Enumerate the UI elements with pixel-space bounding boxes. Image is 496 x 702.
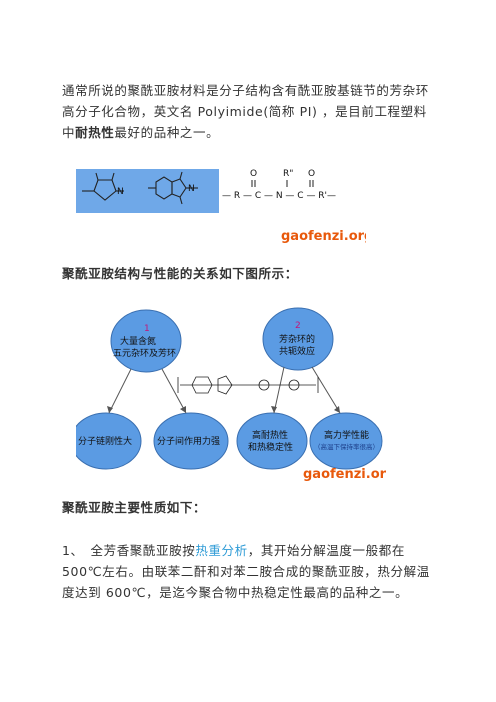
figure1-watermark: gaofenzi.org (281, 229, 366, 244)
intro-text-2: 最好的品种之一。 (114, 125, 220, 140)
effect4-label1: 高力学性能 (324, 429, 369, 441)
effect-circle-2 (153, 412, 229, 470)
item1-paragraph: 1、 全芳香聚酰亚胺按热重分析，其开始分解温度一般都在500℃左右。由联苯二酐和… (62, 540, 434, 603)
cause-circle-1 (110, 309, 182, 373)
effect3-label2: 和热稳定性 (248, 441, 293, 453)
formula-top-o-left: O (250, 169, 257, 179)
effect2-label: 分子间作用力强 (157, 435, 220, 447)
formula-top-r: R" (283, 169, 293, 179)
polyimide-chain (177, 375, 319, 395)
circle1-line1: 大量含氮 (120, 335, 156, 347)
cause-circle-2 (262, 307, 334, 371)
section2-title: 聚酰亚胺主要性质如下： (62, 500, 207, 515)
formula-top-o-right: O (308, 169, 315, 179)
intro-bold-text: 耐热性 (75, 125, 115, 140)
structure-panel (76, 169, 219, 213)
effect1-label: 分子链刚性大 (78, 435, 132, 447)
section1-title: 聚酰亚胺结构与性能的关系如下图所示： (62, 266, 298, 281)
intro-paragraph: 通常所说的聚酰亚胺材料是分子结构含有酰亚胺基链节的芳杂环高分子化合物，英文名 P… (62, 80, 434, 143)
formula-main: — R — C — N — C — R'— (222, 191, 336, 201)
phthalimide-ring (148, 171, 198, 205)
effect-circle-1 (76, 412, 142, 470)
effect4-label2: （高温下保持率很高） (314, 442, 379, 451)
circle2-line1: 芳杂环的 (279, 333, 315, 345)
circle2-number: 2 (295, 321, 301, 331)
effect-circle-3 (236, 412, 308, 470)
circle1-number: 1 (144, 324, 150, 334)
ring2-n: N (188, 184, 195, 194)
circle1-line2: 五元杂环及芳环 (113, 347, 176, 359)
structure-property-diagram: 1 大量含氮 五元杂环及芳环 2 芳杂环的 共轭效应 分子链刚性大 分子间作用力… (76, 307, 386, 481)
thermogravimetric-link[interactable]: 热重分析 (195, 543, 248, 558)
item1-prefix: 1、 全芳香聚酰亚胺按 (62, 543, 196, 558)
diagram-arrows (108, 366, 341, 414)
effect3-label1: 高耐热性 (252, 429, 288, 441)
intro-text-1: 通常所说的聚酰亚胺材料是分子结构含有酰亚胺基链节的芳杂环高分子化合物，英文名 P… (62, 83, 429, 140)
maleimide-ring (82, 172, 124, 201)
double-bond-marks (251, 180, 314, 187)
effect-circle-4 (309, 412, 383, 470)
ring1-n: N (117, 187, 124, 197)
imide-structure-figure: N N O R" O — R — C — N — C — R'— gaofenz… (76, 169, 366, 244)
circle2-line2: 共轭效应 (279, 345, 315, 357)
figure2-watermark: gaofenzi.org (303, 467, 386, 481)
item1-rest: ，其开始分解温度一般都在500℃左右。由联苯二酐和对苯二胺合成的聚酰亚胺，热分解… (62, 543, 430, 600)
